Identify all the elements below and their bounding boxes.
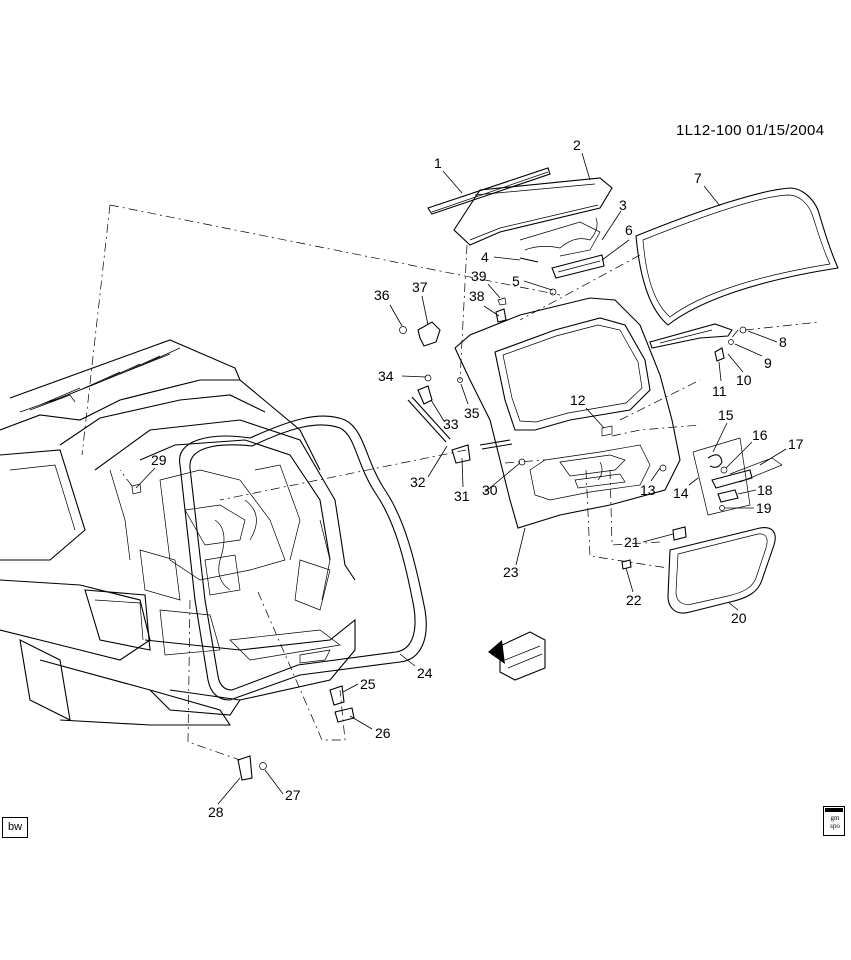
logo-line-gm: gm — [830, 814, 840, 822]
callout-31: 31 — [454, 488, 470, 504]
spoiler-assembly — [427, 167, 613, 296]
bw-tag: bw — [2, 817, 28, 838]
callout-33: 33 — [443, 416, 459, 432]
callout-26: 26 — [375, 725, 391, 741]
liftgate-applique — [667, 527, 776, 614]
callout-12: 12 — [570, 392, 586, 408]
callout-34: 34 — [378, 368, 394, 384]
callout-15: 15 — [718, 407, 734, 423]
callout-19: 19 — [756, 500, 772, 516]
callout-24: 24 — [417, 665, 433, 681]
callout-32: 32 — [410, 474, 426, 490]
gm-spo-logo — [823, 806, 845, 836]
callout-20: 20 — [731, 610, 747, 626]
callout-29: 29 — [151, 452, 167, 468]
callout-numbers: 1 2 3 4 5 6 7 8 9 10 11 12 13 14 15 16 1… — [151, 137, 804, 820]
diagram-id: 1L12-100 01/15/2004 — [676, 122, 825, 139]
callout-7: 7 — [694, 170, 702, 186]
hinges-and-struts — [399, 297, 513, 464]
vehicle-body — [0, 339, 356, 726]
callout-30: 30 — [482, 482, 498, 498]
gm-spo-logo-text: gm spo — [824, 814, 846, 830]
callout-23: 23 — [503, 564, 519, 580]
callout-37: 37 — [412, 279, 428, 295]
liftgate-weatherstrip — [179, 415, 427, 701]
callout-10: 10 — [736, 372, 752, 388]
callout-5: 5 — [512, 273, 520, 289]
front-direction-arrow — [488, 631, 546, 681]
callout-1: 1 — [434, 155, 442, 171]
callout-39: 39 — [471, 268, 487, 284]
callout-36: 36 — [374, 287, 390, 303]
callout-9: 9 — [764, 355, 772, 371]
rear-window-glass — [635, 187, 839, 326]
callout-6: 6 — [625, 222, 633, 238]
leader-lines — [135, 152, 787, 805]
reference-lines — [81, 204, 821, 761]
callout-13: 13 — [640, 482, 656, 498]
callout-18: 18 — [757, 482, 773, 498]
callout-14: 14 — [673, 485, 689, 501]
logo-line-spo: spo — [830, 822, 840, 830]
callout-21: 21 — [624, 534, 640, 550]
callout-28: 28 — [208, 804, 224, 820]
callout-25: 25 — [360, 676, 376, 692]
callout-2: 2 — [573, 137, 581, 153]
wiper-assembly — [649, 323, 747, 362]
callout-8: 8 — [779, 334, 787, 350]
callout-35: 35 — [464, 405, 480, 421]
callout-11: 11 — [712, 383, 727, 399]
callout-16: 16 — [752, 427, 768, 443]
callout-27: 27 — [285, 787, 301, 803]
callout-4: 4 — [481, 249, 489, 265]
callout-3: 3 — [619, 197, 627, 213]
callout-38: 38 — [469, 288, 485, 304]
callout-17: 17 — [788, 436, 804, 452]
liftgate — [454, 297, 681, 529]
callout-22: 22 — [626, 592, 642, 608]
